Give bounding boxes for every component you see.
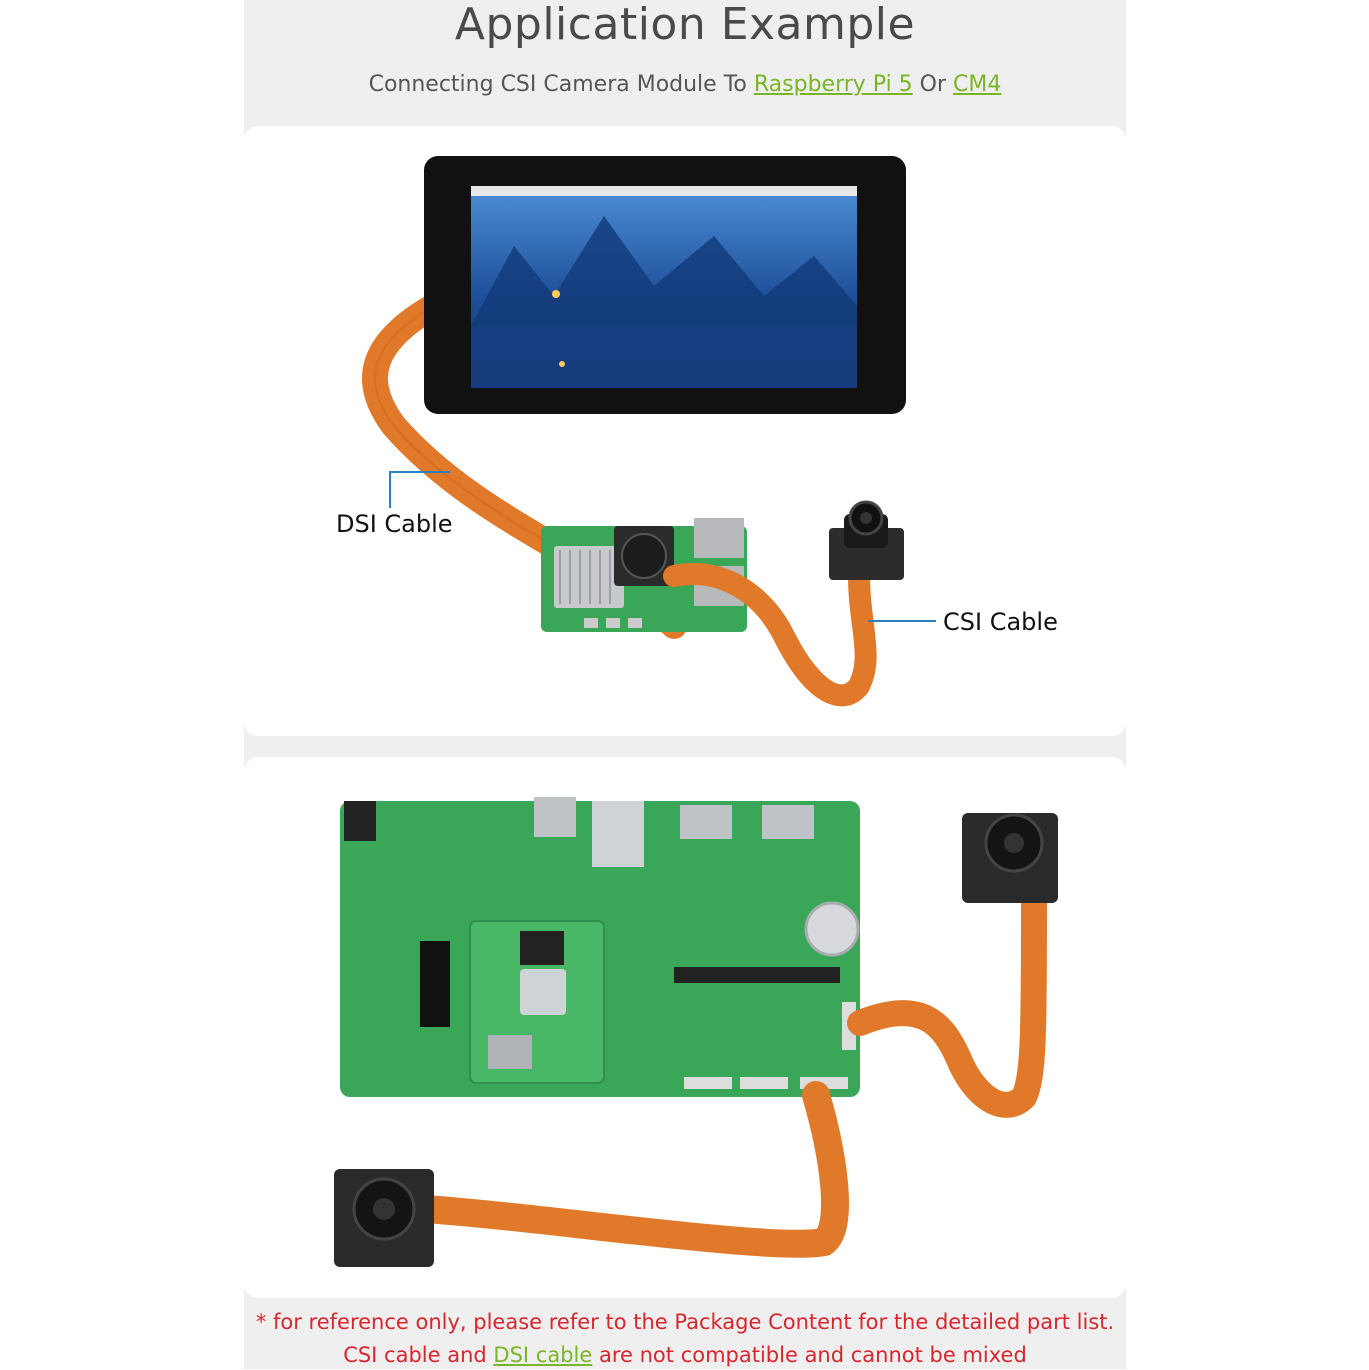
raspberry-pi-5-link[interactable]: Raspberry Pi 5 bbox=[753, 72, 913, 97]
pi5-setup-illustration bbox=[362, 156, 936, 707]
cm4-setup-illustration bbox=[334, 797, 1058, 1267]
csi-camera-module bbox=[829, 500, 904, 580]
cm4-link[interactable]: CM4 bbox=[953, 72, 1002, 97]
page-subtitle: Connecting CSI Camera Module To Raspberr… bbox=[244, 70, 1126, 100]
csi-cable-label: CSI Cable bbox=[943, 608, 1058, 636]
compatibility-note-suffix: are not compatible and cannot be mixed bbox=[598, 1343, 1027, 1367]
compatibility-note: CSI cable and DSI cable are not compatib… bbox=[244, 1340, 1126, 1370]
content-column: Application Example Connecting CSI Camer… bbox=[244, 0, 1126, 1369]
touch-display bbox=[424, 156, 906, 414]
pi5-example-panel: DSI Cable CSI Cable bbox=[244, 126, 1126, 736]
csi-camera-module-0 bbox=[334, 1169, 434, 1267]
subtitle-or: Or bbox=[919, 72, 947, 97]
dsi-cable-label: DSI Cable bbox=[336, 510, 453, 538]
dsi-cable-link[interactable]: DSI cable bbox=[493, 1343, 593, 1367]
cam1-ribbon-cable bbox=[847, 884, 1047, 1118]
cm4-module bbox=[469, 920, 605, 1084]
page-title: Application Example bbox=[454, 0, 916, 50]
csi-ribbon-cable bbox=[663, 563, 877, 707]
cm4-example-panel bbox=[244, 757, 1126, 1298]
dsi-callout-line bbox=[389, 471, 450, 508]
csi-camera-module-1 bbox=[962, 813, 1058, 903]
compatibility-note-prefix: CSI cable and bbox=[343, 1343, 487, 1367]
subtitle-prefix: Connecting CSI Camera Module To bbox=[368, 72, 747, 97]
cam0-ribbon-cable bbox=[410, 1081, 850, 1258]
reference-note: * for reference only, please refer to th… bbox=[255, 1310, 1115, 1334]
